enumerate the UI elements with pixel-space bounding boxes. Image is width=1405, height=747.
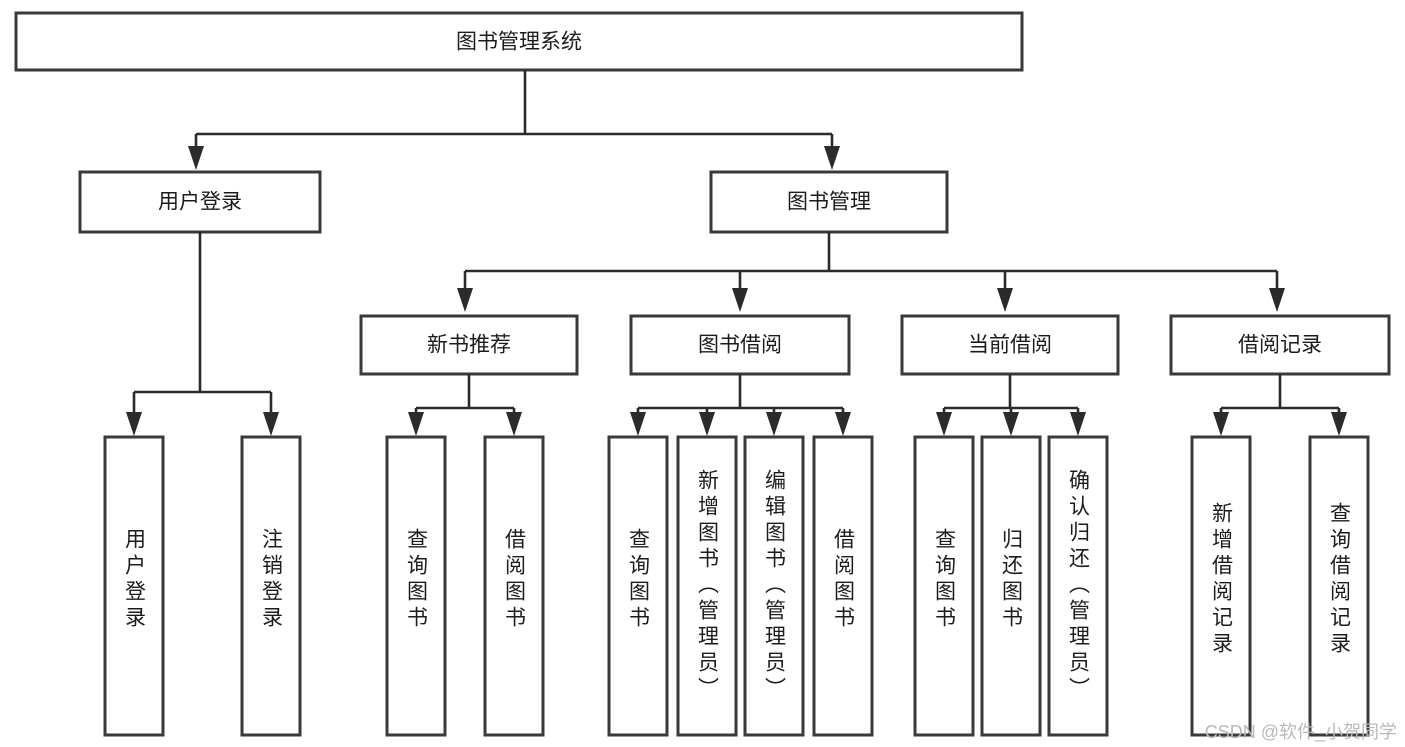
leaf-add-book[interactable]: 新增图书（管理员） — [676, 435, 738, 737]
leaf-user-login-label: 用户登录 — [123, 528, 147, 632]
arrow-head-icon — [630, 412, 646, 436]
leaf-query-record-box[interactable] — [1308, 435, 1370, 737]
connector-current-borrow-to-leaves — [936, 374, 1086, 436]
leaf-query-book-3-box[interactable] — [913, 435, 975, 737]
user-login-label: 用户登录 — [158, 191, 242, 214]
node-book-borrow[interactable]: 图书借阅 — [629, 314, 851, 376]
leaf-borrow-book-2-box[interactable] — [812, 435, 874, 737]
arrow-head-icon — [1070, 412, 1086, 436]
user-login-box[interactable] — [78, 170, 322, 234]
current-borrow-label: 当前借阅 — [968, 334, 1052, 357]
leaf-query-book-2-label: 查询图书 — [627, 528, 651, 632]
connector-borrow-record-to-leaves — [1213, 374, 1347, 436]
node-new-book-recommend[interactable]: 新书推荐 — [359, 314, 579, 376]
new-book-recommend-label: 新书推荐 — [427, 334, 511, 357]
arrow-head-icon — [835, 412, 851, 436]
leaf-add-record-label: 新增借阅记录 — [1210, 502, 1234, 658]
arrow-head-icon — [457, 288, 473, 312]
leaf-query-book-3[interactable]: 查询图书 — [913, 435, 975, 737]
leaf-query-book-1-label: 查询图书 — [405, 528, 429, 632]
arrow-head-icon — [1269, 288, 1285, 312]
new-book-recommend-box[interactable] — [359, 314, 579, 376]
arrow-head-icon — [824, 146, 840, 170]
leaf-confirm-return-label: 确认归还（管理员） — [1067, 469, 1091, 703]
root-label: 图书管理系统 — [456, 31, 582, 54]
arrow-head-icon — [1331, 412, 1347, 436]
leaf-query-book-2-box[interactable] — [607, 435, 669, 737]
leaf-edit-book-label: 编辑图书（管理员） — [763, 469, 787, 703]
connector-root-to-level2 — [188, 70, 840, 170]
arrow-head-icon — [263, 412, 279, 436]
node-root[interactable]: 图书管理系统 — [14, 11, 1024, 72]
leaf-user-logout-label: 注销登录 — [260, 528, 284, 632]
connector-user-login-to-leaves — [126, 232, 279, 436]
leaf-user-login-box[interactable] — [103, 435, 165, 737]
leaf-return-book[interactable]: 归还图书 — [980, 435, 1042, 737]
leaf-user-login[interactable]: 用户登录 — [103, 435, 165, 737]
arrow-head-icon — [506, 412, 522, 436]
leaf-user-logout[interactable]: 注销登录 — [240, 435, 302, 737]
node-book-manage[interactable]: 图书管理 — [709, 170, 949, 234]
leaf-borrow-book-1[interactable]: 借阅图书 — [483, 435, 545, 737]
leaf-add-record-box[interactable] — [1190, 435, 1252, 737]
arrow-head-icon — [1003, 412, 1019, 436]
leaf-return-book-box[interactable] — [980, 435, 1042, 737]
arrow-head-icon — [936, 412, 952, 436]
leaf-query-book-1[interactable]: 查询图书 — [385, 435, 447, 737]
book-manage-label: 图书管理 — [787, 191, 871, 214]
current-borrow-box[interactable] — [900, 314, 1120, 376]
leaf-query-book-3-label: 查询图书 — [933, 528, 957, 632]
node-borrow-record[interactable]: 借阅记录 — [1169, 314, 1391, 376]
leaf-query-record[interactable]: 查询借阅记录 — [1308, 435, 1370, 737]
arrow-head-icon — [408, 412, 424, 436]
leaf-add-book-box[interactable] — [676, 435, 738, 737]
root-box[interactable] — [14, 11, 1024, 72]
connector-book-manage-to-level3 — [457, 232, 1285, 312]
node-current-borrow[interactable]: 当前借阅 — [900, 314, 1120, 376]
leaf-add-book-label: 新增图书（管理员） — [696, 469, 720, 703]
leaf-user-logout-box[interactable] — [240, 435, 302, 737]
leaf-borrow-book-2-label: 借阅图书 — [832, 528, 856, 632]
leaf-edit-book[interactable]: 编辑图书（管理员） — [743, 435, 805, 737]
borrow-record-label: 借阅记录 — [1238, 334, 1322, 357]
arrow-head-icon — [997, 288, 1013, 312]
leaf-borrow-book-2[interactable]: 借阅图书 — [812, 435, 874, 737]
connector-new-book-recommend-to-leaves — [408, 374, 522, 436]
leaf-add-record[interactable]: 新增借阅记录 — [1190, 435, 1252, 737]
leaf-confirm-return-box[interactable] — [1047, 435, 1109, 737]
connector-book-borrow-to-leaves — [630, 374, 851, 436]
arrow-head-icon — [1213, 412, 1229, 436]
arrow-head-icon — [766, 412, 782, 436]
arrow-head-icon — [699, 412, 715, 436]
arrow-head-icon — [188, 146, 204, 170]
node-user-login[interactable]: 用户登录 — [78, 170, 322, 234]
leaf-edit-book-box[interactable] — [743, 435, 805, 737]
leaf-query-book-2[interactable]: 查询图书 — [607, 435, 669, 737]
leaf-return-book-label: 归还图书 — [1000, 528, 1024, 632]
book-borrow-label: 图书借阅 — [698, 334, 782, 357]
leaf-query-book-1-box[interactable] — [385, 435, 447, 737]
leaf-borrow-book-1-box[interactable] — [483, 435, 545, 737]
leaf-borrow-book-1-label: 借阅图书 — [503, 528, 527, 632]
leaf-confirm-return[interactable]: 确认归还（管理员） — [1047, 435, 1109, 737]
arrow-head-icon — [126, 412, 142, 436]
leaf-query-record-label: 查询借阅记录 — [1328, 502, 1352, 658]
arrow-head-icon — [732, 288, 748, 312]
